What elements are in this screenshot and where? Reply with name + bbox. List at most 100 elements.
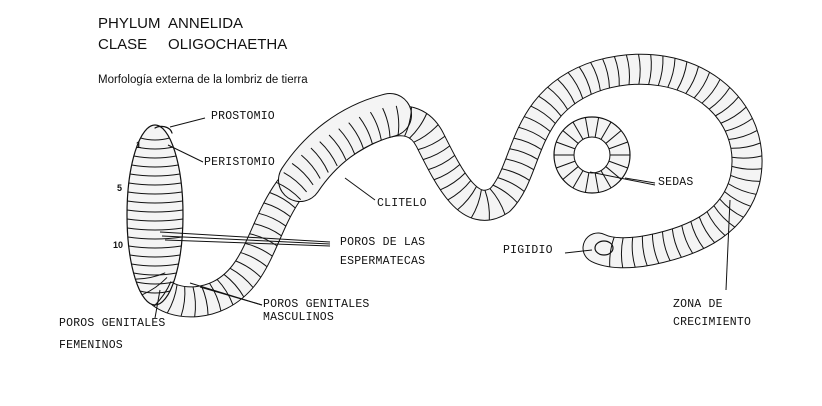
body-segment-ring (348, 122, 364, 149)
body-segment-ring (253, 223, 282, 237)
anterior-segment-ring (126, 218, 184, 222)
body-segment-ring (457, 186, 477, 211)
body-segment-ring (269, 192, 296, 209)
coil-segment-ring (594, 172, 600, 193)
body-segment-ring (413, 124, 439, 143)
body-segment-ring (661, 231, 671, 261)
body-segment-ring (557, 78, 576, 104)
body-segment-ring (730, 142, 761, 149)
body-segment-ring (358, 116, 373, 145)
body-segment-ring (518, 126, 546, 141)
body-segment-ring (382, 107, 391, 138)
coil-segment-ring (562, 166, 579, 180)
body-segment-ring (245, 242, 273, 257)
coil-segment-ring (584, 117, 590, 138)
body-segment-ring (216, 279, 234, 306)
body-segment-ring (301, 154, 321, 179)
body-segment-ring (685, 66, 699, 94)
body-segment-ring (708, 87, 731, 110)
body-segment-ring (690, 221, 705, 249)
label-prostomio: PROSTOMIO (211, 110, 275, 123)
worm-anterior (126, 124, 184, 306)
label-poros-espermatecas-2: ESPERMATECAS (340, 255, 426, 268)
anterior-segment-ring (127, 236, 183, 240)
body-segment-ring (428, 154, 456, 171)
body-segment-ring (258, 212, 287, 227)
anterior-segment-ring (139, 290, 171, 294)
body-segment-ring (706, 211, 726, 236)
body-segment-ring (422, 145, 451, 161)
body-segment-ring (263, 202, 291, 218)
body-segment-ring (731, 155, 763, 159)
body-segment-ring (370, 111, 382, 141)
body-segment-ring (509, 148, 538, 160)
body-segment-ring (470, 189, 482, 219)
anterior-segment-ring (131, 263, 179, 267)
body-segment-ring (578, 66, 592, 95)
body-segment-ring (240, 252, 268, 268)
coil-segment-ring (556, 141, 576, 150)
body-segment-ring (447, 180, 472, 201)
body-segment-ring (547, 86, 569, 110)
body-segment-ring (501, 168, 530, 181)
body-segment-ring (641, 236, 648, 266)
body-segment-ring (701, 79, 721, 104)
label-sedas: SEDAS (658, 176, 694, 189)
body-segment-ring (328, 134, 347, 161)
body-segment-ring (291, 163, 314, 186)
body-segment-ring (192, 286, 196, 317)
label-poros-espermatecas-1: POROS DE LAS (340, 236, 426, 249)
coil-segment-ring (605, 130, 622, 144)
body-segment-ring (223, 274, 245, 298)
body-segment-ring (719, 198, 744, 218)
body-segment-ring (620, 237, 624, 268)
label-peristomio: PERISTOMIO (204, 156, 276, 169)
segment-number-10: 10 (113, 240, 124, 250)
body-segment-ring (693, 72, 711, 99)
pygidium-tip (594, 240, 614, 256)
body-segment-ring (681, 225, 694, 254)
body-segment-ring (229, 267, 254, 288)
coil-segment-ring (562, 130, 579, 144)
coil-segment-ring (608, 160, 628, 169)
anterior-segment-ring (128, 182, 182, 186)
label-pigidio: PIGIDIO (503, 244, 553, 257)
body-segment-ring (671, 228, 682, 258)
anterior-segment-ring (129, 173, 181, 177)
body-segment-ring (602, 58, 610, 89)
body-segment-ring (698, 216, 716, 244)
body-segment-ring (725, 118, 753, 132)
body-segment-ring (648, 54, 652, 85)
body-segment-ring (538, 95, 562, 117)
body-segment-ring (609, 237, 615, 267)
body-segment-ring (727, 183, 757, 195)
anterior-segment-ring (127, 227, 183, 231)
prostomium-tip (154, 125, 173, 134)
body-segment-ring (567, 72, 584, 99)
body-segment-ring (433, 164, 461, 181)
body-segment-ring (667, 58, 676, 88)
diagram-subtitle: Morfología externa de la lombriz de tier… (98, 74, 308, 86)
body-segment-ring (631, 237, 636, 268)
class-heading: CLASE OLIGOCHAETHA (98, 36, 288, 53)
body-segment-ring (638, 54, 641, 85)
body-segment-ring (440, 172, 466, 191)
coil-segment-ring (600, 121, 612, 140)
segment-number-1: 1 (136, 140, 142, 150)
coil-segment-ring (572, 121, 584, 140)
body-segment-ring (505, 158, 535, 171)
coil-segment-ring (600, 170, 612, 189)
label-zona-1: ZONA DE (673, 298, 723, 311)
body-segment-ring (180, 286, 186, 317)
anterior-segment-ring (131, 164, 179, 168)
body-segment-ring (724, 191, 751, 207)
body-segment-ring (484, 190, 490, 221)
body-segment-ring (730, 175, 761, 182)
body-segment-ring (524, 116, 551, 132)
body-segment-ring (142, 277, 168, 296)
body-segment-ring (720, 106, 747, 124)
anterior-segment-ring (129, 254, 181, 258)
coil-segment-ring (556, 160, 576, 169)
